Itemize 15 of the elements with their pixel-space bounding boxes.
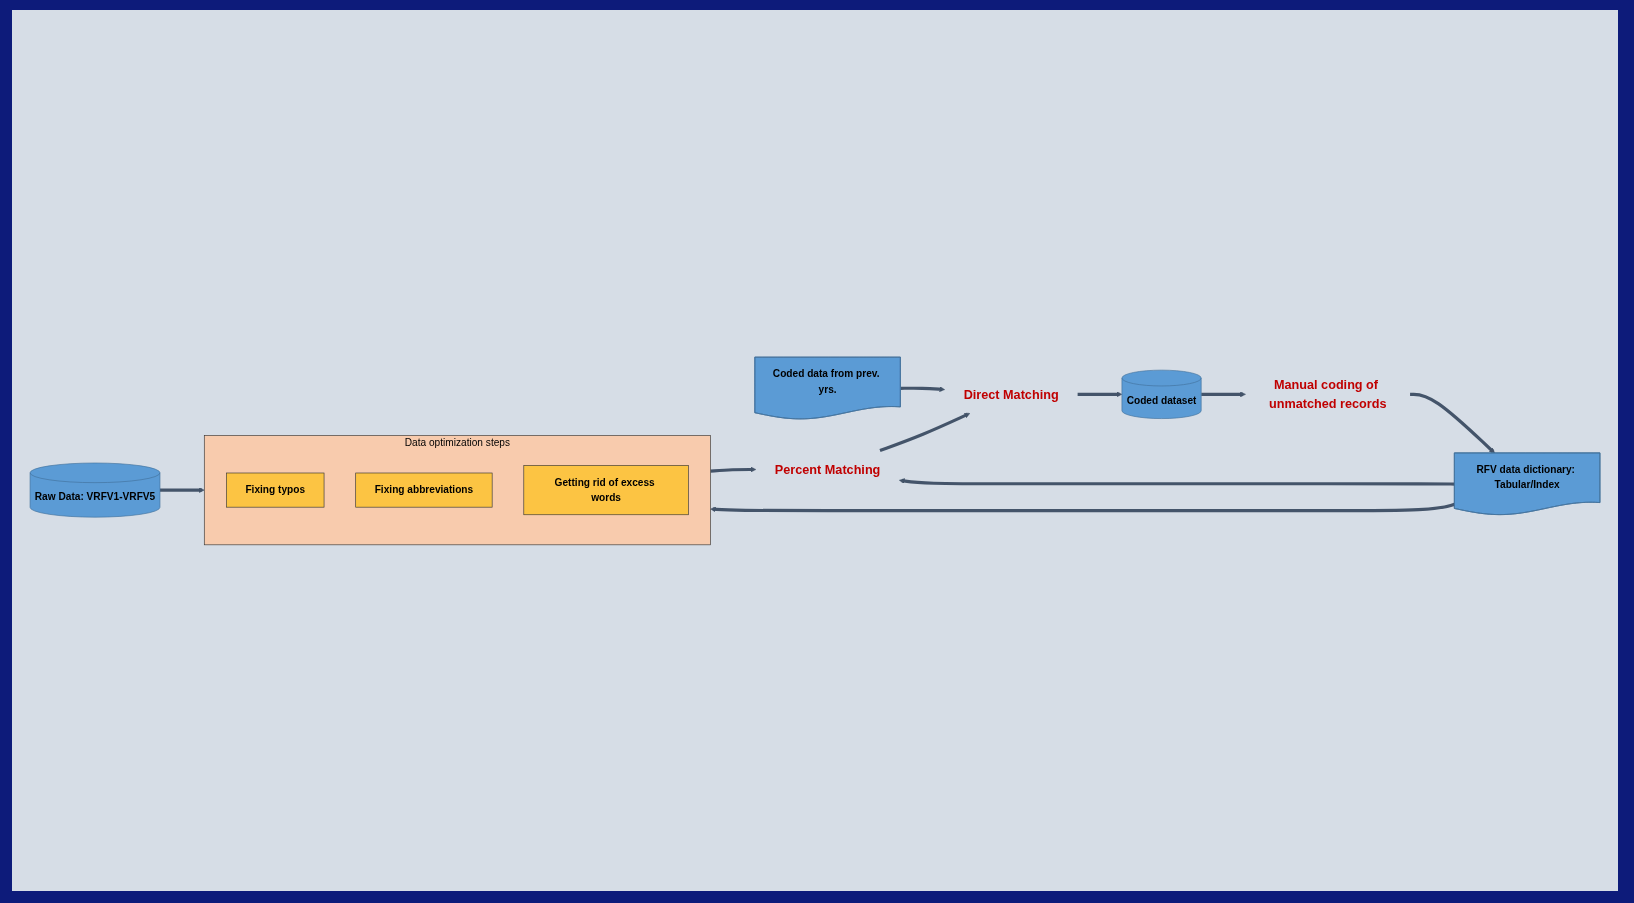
arrow xyxy=(1201,391,1246,397)
node-text: Manual coding of unmatched records xyxy=(1269,377,1387,411)
node-text: Percent Matching xyxy=(774,462,881,476)
node-box: Getting rid of excess words xyxy=(523,464,689,515)
arrow xyxy=(879,412,971,452)
arrow xyxy=(899,477,1455,486)
arrow xyxy=(900,385,945,392)
arrow xyxy=(710,502,1455,512)
arrow xyxy=(160,486,205,493)
arrow xyxy=(1077,391,1123,397)
arrow xyxy=(1410,392,1495,453)
node-text: Direct Matching xyxy=(963,386,1059,401)
node-box: Fixing typos xyxy=(226,472,325,507)
node-box: Fixing abbreviations xyxy=(355,472,493,507)
arrow xyxy=(710,466,757,473)
